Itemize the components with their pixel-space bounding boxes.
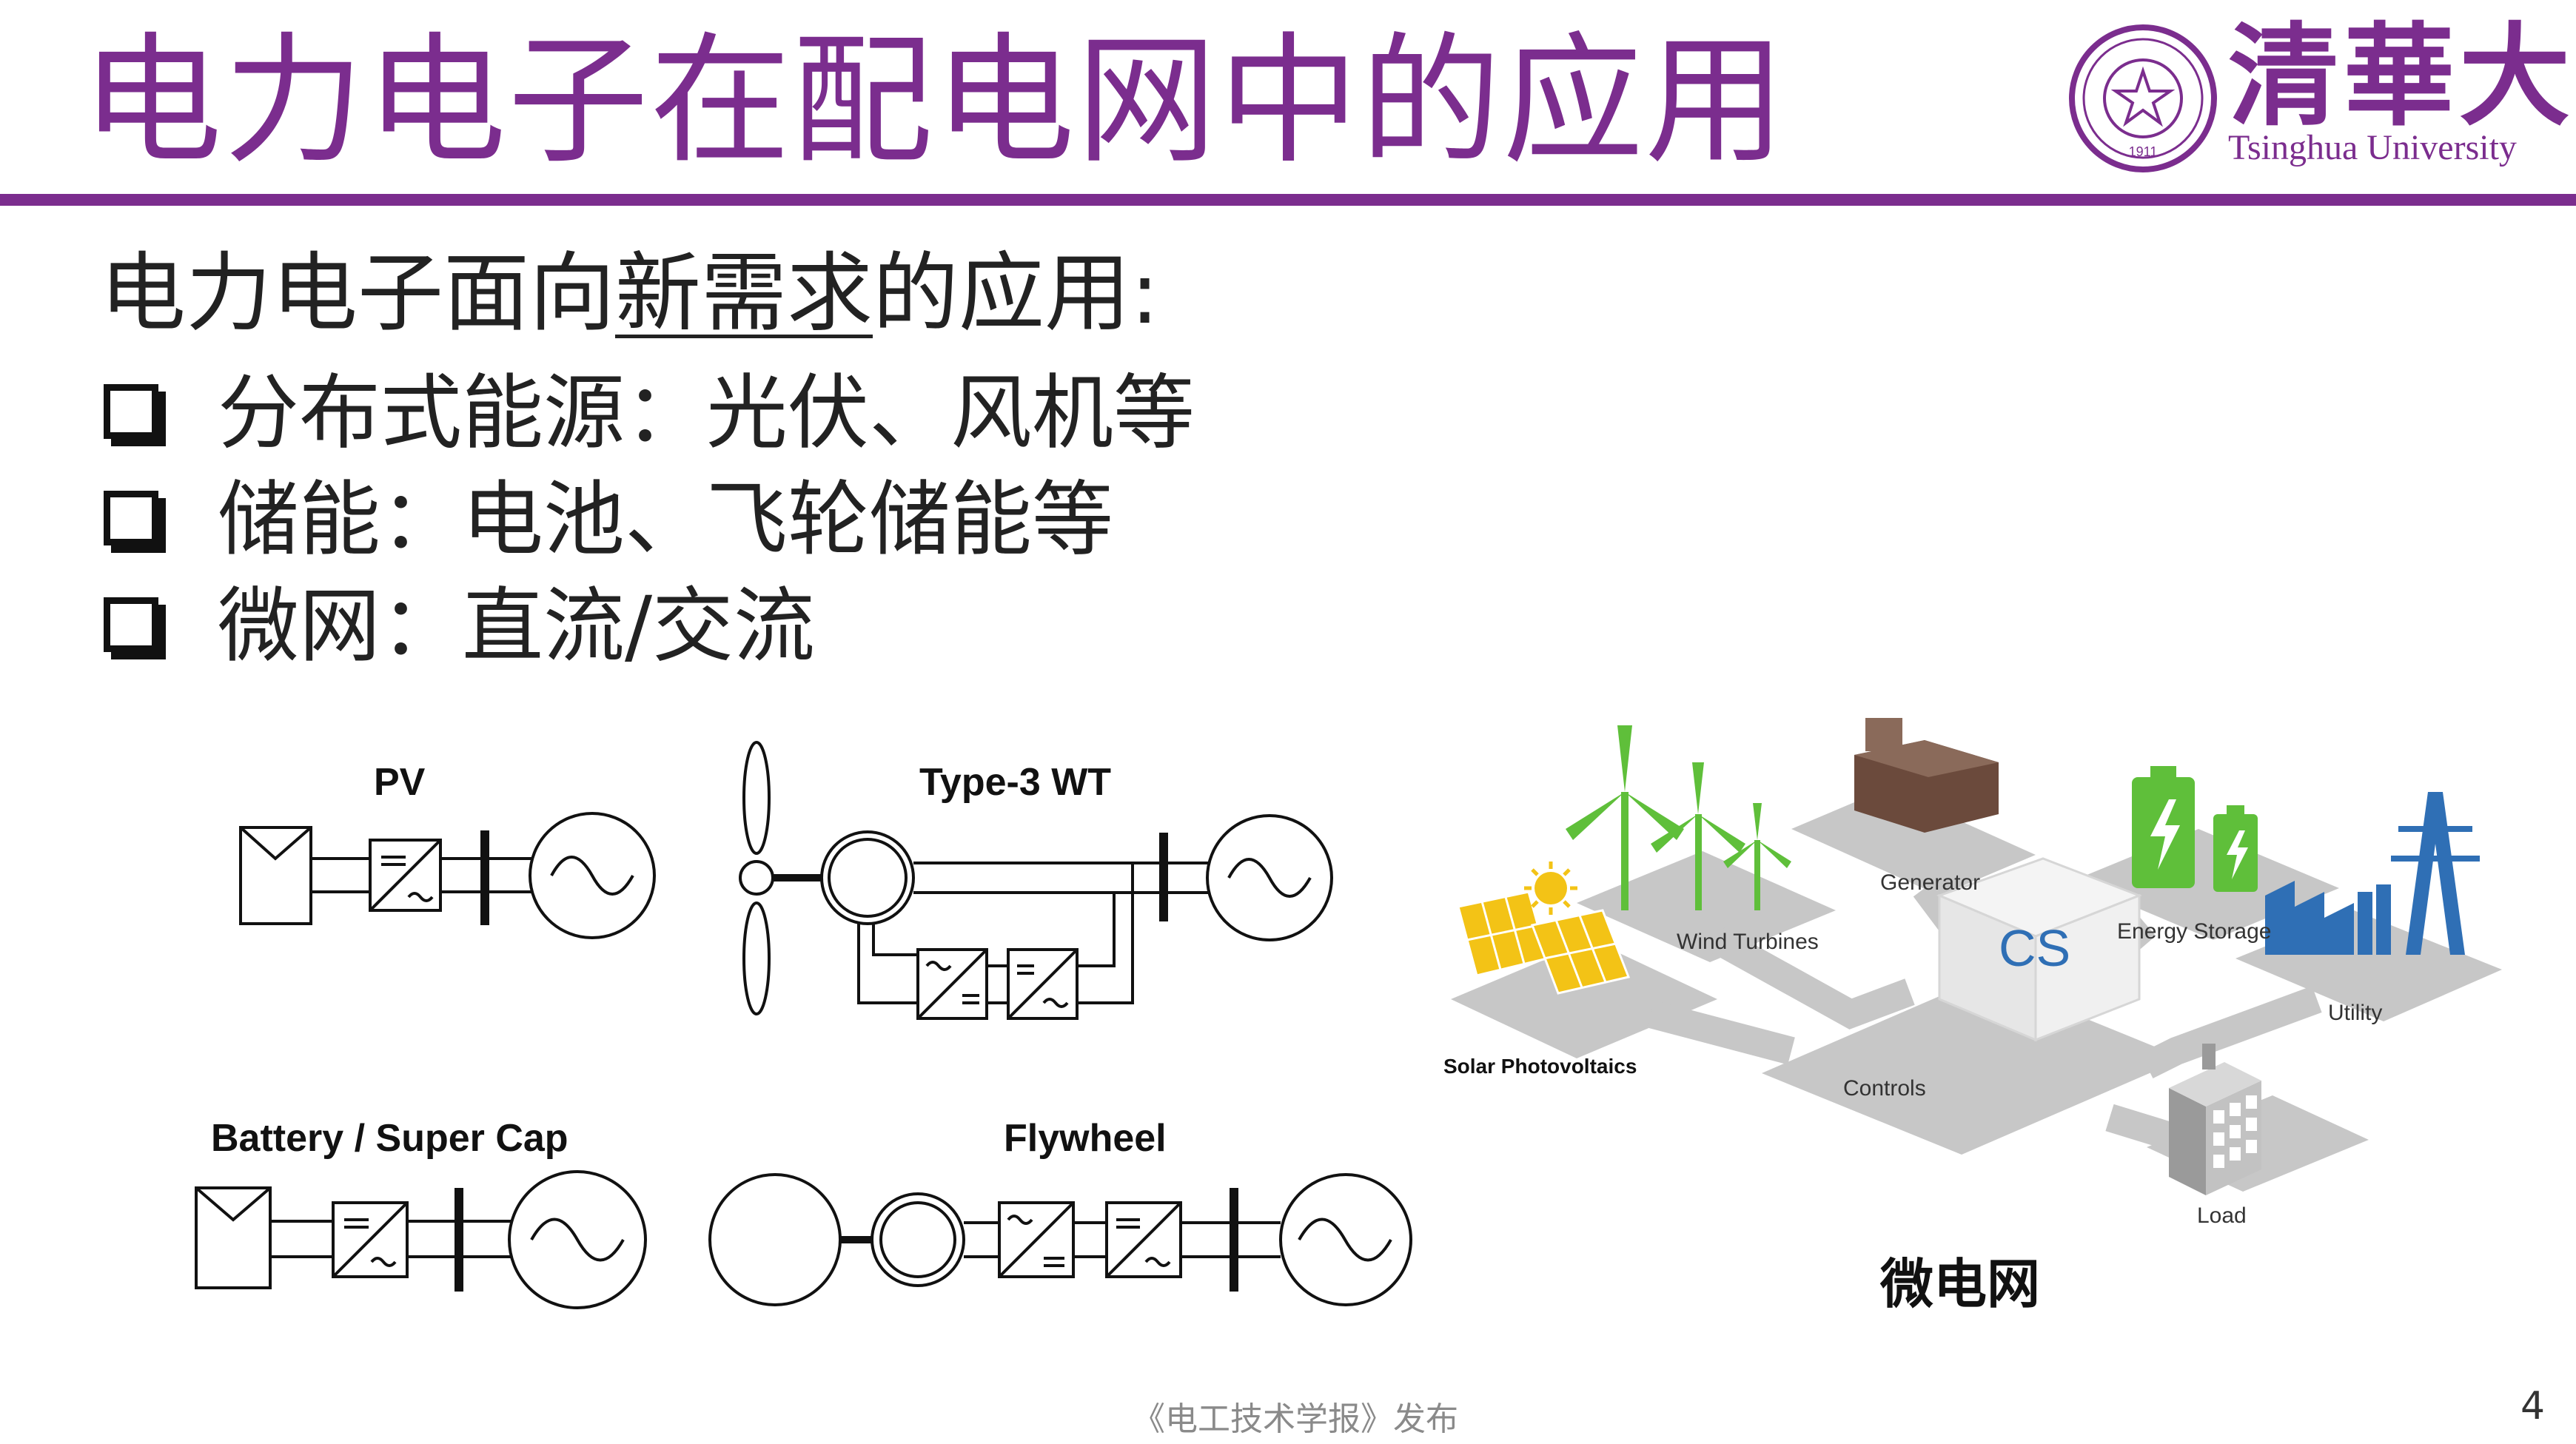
logo-chinese-name: 清華大學 <box>2228 11 2576 141</box>
battery-label: Battery / Super Cap <box>211 1117 568 1160</box>
page-number: 4 <box>2520 1384 2546 1428</box>
pv-panel-icon <box>239 826 312 925</box>
battery-icon <box>195 1186 272 1289</box>
dc-ac-converter-icon <box>369 839 442 912</box>
tsinghua-seal-icon: 1911 <box>2069 24 2217 172</box>
controls-label: Controls <box>1843 1076 1926 1101</box>
generator-icon <box>1854 718 1999 833</box>
controls-box-icon: CS <box>1936 857 2143 1042</box>
load-label: Load <box>2197 1203 2247 1228</box>
dc-ac-converter-icon <box>332 1201 409 1278</box>
subtitle-pre: 电力电子面向 <box>100 244 615 343</box>
flywheel-icon <box>708 1173 842 1306</box>
converter-diagrams <box>195 741 1412 1309</box>
solar-panels-icon <box>1457 862 1631 995</box>
bullet-item: 分布式能源：光伏、风机等 <box>104 361 1195 465</box>
pv-circuit <box>239 812 656 939</box>
section-subtitle: 电力电子面向新需求的应用: <box>100 238 1159 349</box>
flywheel-circuit <box>708 1173 1412 1306</box>
grid-converter-icon <box>1007 948 1079 1020</box>
generator-pad <box>1791 788 2036 896</box>
bullet-item: 储能：电池、飞轮储能等 <box>104 468 1113 571</box>
publisher-footer: 《电工技术学报》发布 <box>1133 1400 1458 1438</box>
microgrid-caption: 微电网 <box>1880 1253 2041 1315</box>
wind-pad <box>1577 851 1836 962</box>
energy-storage-icon <box>2132 766 2258 892</box>
checkbox-bullet-icon <box>104 383 158 439</box>
subtitle-post: 的应用: <box>873 244 1160 343</box>
wind-turbine-circuit <box>739 741 1333 1020</box>
bullet-text: 分布式能源：光伏、风机等 <box>218 366 1195 460</box>
battery-circuit <box>195 1170 647 1309</box>
wind-turbine-label: Type-3 WT <box>919 761 1112 804</box>
wind-turbines-label: Wind Turbines <box>1677 930 1819 954</box>
turbine-blade-icon <box>742 741 771 855</box>
university-logo: 1911 <box>2065 16 2539 179</box>
rotor-converter-icon <box>916 948 988 1020</box>
subtitle-underlined: 新需求 <box>615 244 873 343</box>
seal-year: 1911 <box>2129 144 2158 159</box>
title-divider <box>0 194 2576 206</box>
microgrid-illustration: CS Generator Wind Turbines Energy Storag… <box>1443 718 2502 1228</box>
utility-label: Utility <box>2328 1001 2382 1025</box>
load-building-icon <box>2169 1044 2261 1195</box>
utility-icon <box>2265 792 2480 955</box>
checkbox-bullet-icon <box>104 597 158 652</box>
dc-ac-converter-icon <box>1105 1201 1182 1278</box>
slide-title: 电力电子在配电网中的应用 <box>81 19 1788 183</box>
energy-storage-label: Energy Storage <box>2117 919 2271 944</box>
grid-source-icon <box>529 812 656 939</box>
dfig-generator-icon <box>820 830 915 925</box>
solar-pad <box>1451 940 1717 1058</box>
flywheel-label: Flywheel <box>1004 1117 1167 1160</box>
bullet-text: 微网：直流/交流 <box>218 579 816 674</box>
controls-logo: CS <box>1999 919 2070 977</box>
checkbox-bullet-icon <box>104 490 158 545</box>
bullet-text: 储能：电池、飞轮储能等 <box>218 472 1113 567</box>
generator-label: Generator <box>1880 870 1980 895</box>
pv-label: PV <box>374 761 426 804</box>
bullet-item: 微网：直流/交流 <box>104 574 815 678</box>
solar-label: Solar Photovoltaics <box>1443 1055 1637 1078</box>
logo-english-name: Tsinghua University <box>2228 128 2517 167</box>
ac-dc-converter-icon <box>998 1201 1075 1278</box>
wind-turbines-icon <box>1566 725 1791 910</box>
